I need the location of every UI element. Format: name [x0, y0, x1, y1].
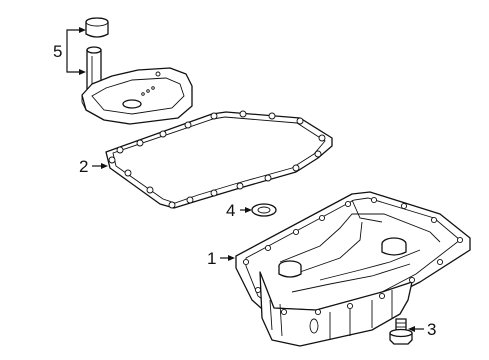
callout-5: 5 — [53, 42, 62, 61]
filter-seal-cap — [85, 17, 109, 38]
callout-3: 3 — [427, 320, 436, 339]
gasket-bolt-holes — [108, 110, 326, 209]
pan-bolt — [389, 318, 413, 345]
pan-gasket — [105, 110, 333, 209]
drain-plug-washer — [251, 203, 277, 217]
callout-2: 2 — [79, 157, 88, 176]
callout-leaders — [66, 27, 424, 332]
callout-1: 1 — [207, 249, 216, 268]
callout-4: 4 — [226, 201, 235, 220]
transmission-filter — [81, 46, 193, 125]
pan-bolt-holes — [242, 196, 464, 316]
transmission-oil-pan — [235, 191, 471, 347]
